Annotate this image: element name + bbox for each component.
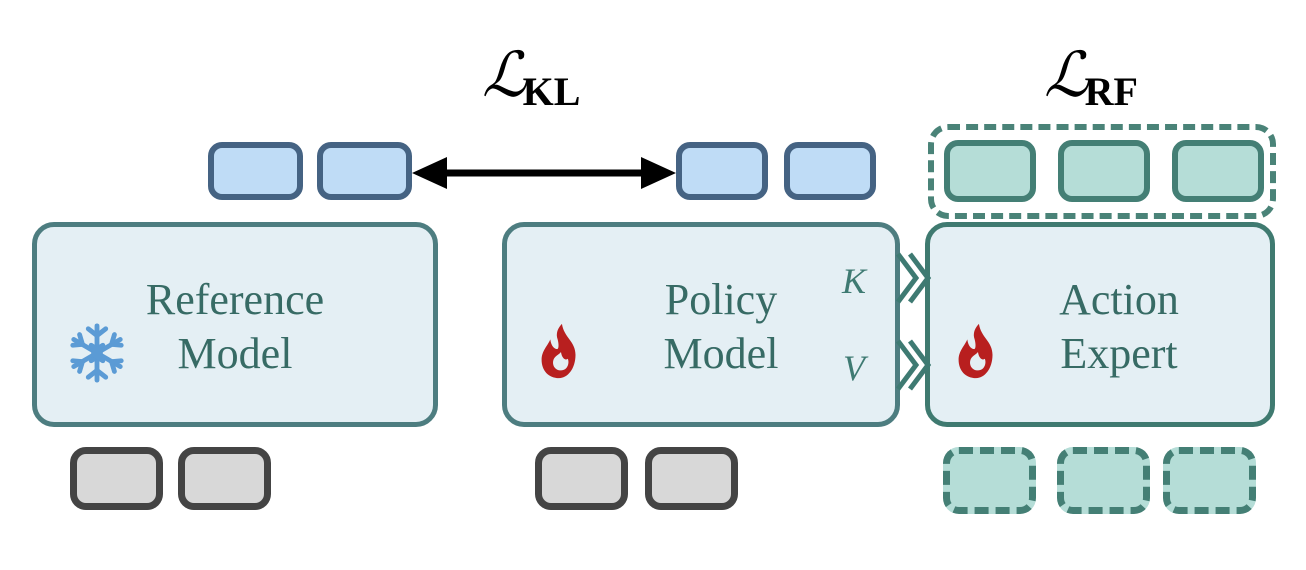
action-input-token-2[interactable] xyxy=(1057,447,1150,514)
loss-subscript-rf: RF xyxy=(1084,69,1138,114)
action-expert-line1: Action xyxy=(1059,275,1179,324)
policy-output-token-1[interactable] xyxy=(676,142,768,200)
policy-model-label: Policy Model xyxy=(547,273,895,380)
attention-label-k: K xyxy=(842,261,867,301)
policy-input-token-2[interactable] xyxy=(645,447,738,510)
reference-output-token-2[interactable] xyxy=(317,142,412,200)
action-input-token-1[interactable] xyxy=(943,447,1036,514)
action-output-token-2[interactable] xyxy=(1058,140,1150,202)
script-l-glyph: ℒ xyxy=(1044,38,1089,111)
fire-icon xyxy=(529,320,591,382)
loss-subscript-kl: KL xyxy=(522,69,581,114)
reference-model-box[interactable]: Reference Model xyxy=(32,222,438,427)
action-output-token-3[interactable] xyxy=(1172,140,1264,202)
loss-label-rf: ℒRF xyxy=(1044,44,1140,112)
k-chevron-icon xyxy=(896,252,932,304)
reference-input-token-1[interactable] xyxy=(70,447,163,510)
policy-input-token-1[interactable] xyxy=(535,447,628,510)
reference-model-label: Reference Model xyxy=(37,273,433,380)
policy-output-token-2[interactable] xyxy=(784,142,876,200)
policy-model-line2: Model xyxy=(663,328,779,378)
kl-double-arrow xyxy=(412,157,676,189)
loss-label-kl: ℒKL xyxy=(482,44,582,112)
script-l-glyph: ℒ xyxy=(482,38,527,111)
reference-output-token-1[interactable] xyxy=(208,142,303,200)
snowflake-icon xyxy=(66,322,128,384)
policy-model-box[interactable]: Policy Model K V xyxy=(502,222,900,427)
reference-input-token-2[interactable] xyxy=(178,447,271,510)
attention-label-v: V xyxy=(843,348,865,388)
action-expert-line2: Expert xyxy=(1060,328,1178,378)
reference-model-line2: Model xyxy=(177,328,293,378)
reference-model-line1: Reference xyxy=(145,275,325,324)
fire-icon xyxy=(946,320,1008,382)
action-output-group xyxy=(928,124,1276,219)
policy-model-line1: Policy xyxy=(664,275,778,324)
v-chevron-icon xyxy=(896,339,932,391)
action-output-token-1[interactable] xyxy=(944,140,1036,202)
action-expert-box[interactable]: Action Expert xyxy=(925,222,1275,427)
action-input-token-3[interactable] xyxy=(1163,447,1256,514)
action-expert-label: Action Expert xyxy=(968,273,1270,380)
